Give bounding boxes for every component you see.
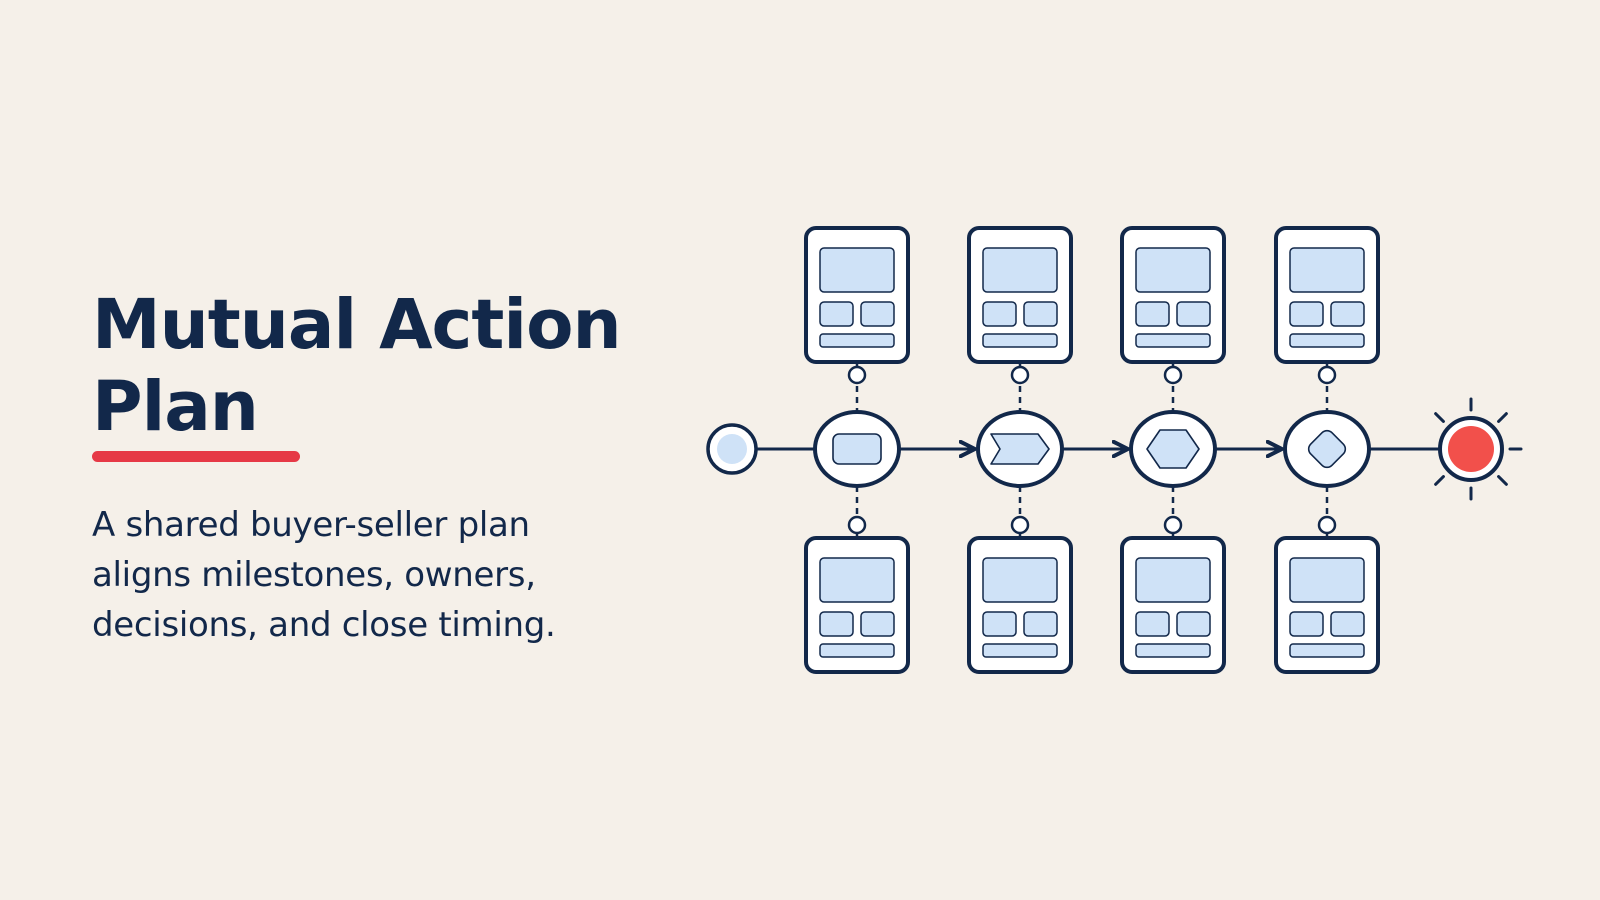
card-block-right <box>1176 611 1211 637</box>
card-block-left <box>1135 301 1170 327</box>
card-header-block <box>982 247 1058 293</box>
connector-pin-bottom <box>1317 515 1337 535</box>
card-header-block <box>982 557 1058 603</box>
milestone-card-top <box>1120 226 1226 364</box>
stage-3 <box>1129 364 1217 536</box>
milestone-card-top <box>804 226 910 364</box>
connector-pin-top <box>847 365 867 385</box>
finish-ray <box>1497 412 1508 423</box>
card-footer-bar <box>1135 333 1211 348</box>
card-block-right <box>860 611 895 637</box>
card-block-right <box>1176 301 1211 327</box>
start-node-fill <box>717 434 747 464</box>
card-footer-bar <box>819 333 895 348</box>
card-block-right <box>1330 611 1365 637</box>
stage-shape-chevron-icon <box>990 433 1050 465</box>
title-underline <box>92 451 300 462</box>
card-footer-bar <box>1289 333 1365 348</box>
finish-ray <box>1434 412 1445 423</box>
card-footer-bar <box>1135 643 1211 658</box>
card-header-block <box>1135 247 1211 293</box>
connector-pin-top <box>1163 365 1183 385</box>
card-footer-bar <box>1289 643 1365 658</box>
connector-pin-bottom <box>847 515 867 535</box>
milestone-card-top <box>967 226 1073 364</box>
connector-pin-bottom <box>1163 515 1183 535</box>
connector-pin-top <box>1010 365 1030 385</box>
card-block-left <box>982 301 1017 327</box>
card-footer-bar <box>982 333 1058 348</box>
stage-1 <box>813 364 901 536</box>
card-footer-bar <box>819 643 895 658</box>
card-block-right <box>1023 611 1058 637</box>
milestone-card-bottom <box>1274 536 1380 674</box>
card-header-block <box>819 557 895 603</box>
card-block-left <box>819 301 854 327</box>
card-block-left <box>1135 611 1170 637</box>
finish-ray <box>1434 475 1445 486</box>
stage-4 <box>1283 364 1371 536</box>
finish-ray <box>1497 475 1508 486</box>
card-header-block <box>1135 557 1211 603</box>
stage-shape-rounded-rect-icon <box>832 433 882 465</box>
card-block-left <box>982 611 1017 637</box>
card-footer-bar <box>982 643 1058 658</box>
stage-shape-hexagon-icon <box>1146 429 1200 469</box>
milestone-card-bottom <box>1120 536 1226 674</box>
stage-shape-diamond-icon <box>1307 429 1347 469</box>
milestone-card-bottom <box>967 536 1073 674</box>
card-block-right <box>1330 301 1365 327</box>
connector-pin-top <box>1317 365 1337 385</box>
card-block-left <box>1289 611 1324 637</box>
page-subtitle: A shared buyer-seller plan aligns milest… <box>92 505 556 645</box>
card-header-block <box>1289 247 1365 293</box>
connector-pin-bottom <box>1010 515 1030 535</box>
card-header-block <box>819 247 895 293</box>
card-block-left <box>819 611 854 637</box>
stage-2 <box>976 364 1064 536</box>
card-header-block <box>1289 557 1365 603</box>
finish-dot <box>1448 426 1494 472</box>
milestone-card-top <box>1274 226 1380 364</box>
card-block-right <box>860 301 895 327</box>
finish-burst-icon <box>1419 397 1523 501</box>
page-title: Mutual Action Plan <box>92 285 622 447</box>
card-block-left <box>1289 301 1324 327</box>
milestone-card-bottom <box>804 536 910 674</box>
card-block-right <box>1023 301 1058 327</box>
